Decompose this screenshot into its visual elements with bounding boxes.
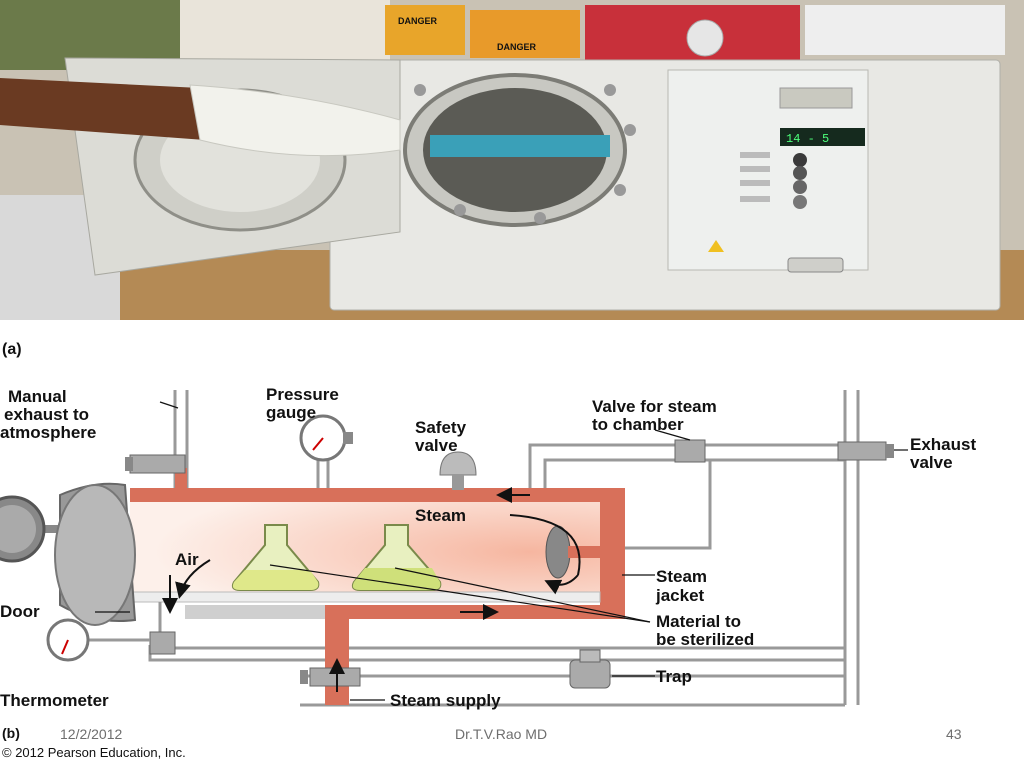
bolt xyxy=(614,184,626,196)
leader-line xyxy=(654,429,691,441)
safety-valve-label: Safety valve xyxy=(415,418,471,455)
steam-arrow xyxy=(509,514,581,576)
danger-sign-1-text: DANGER xyxy=(398,16,438,26)
panel-label xyxy=(779,87,853,109)
steam-jacket-top xyxy=(130,488,610,502)
door-label: Door xyxy=(0,602,40,621)
window-background xyxy=(180,0,390,60)
leader-line xyxy=(394,567,651,623)
air-arrow xyxy=(175,559,211,599)
steam-inlet-nozzle xyxy=(545,525,571,579)
glove xyxy=(189,84,401,157)
material-label: Material to be sterilized xyxy=(656,612,754,649)
power-switch xyxy=(787,257,844,273)
leader-line xyxy=(269,564,651,623)
indicator xyxy=(740,152,770,158)
trap-label: Trap xyxy=(656,667,692,686)
air-label: Air xyxy=(175,550,199,569)
indicator xyxy=(740,166,770,172)
arm xyxy=(0,78,205,140)
valve-steam-label: Valve for steam to chamber xyxy=(592,397,721,434)
door-wheel-inner xyxy=(0,505,36,553)
manual-exhaust-label: Manual exhaust to atmosphere xyxy=(0,387,96,442)
manual-exhaust-valve-icon xyxy=(129,454,186,474)
gauge-needle xyxy=(312,437,324,451)
supply-valve-icon xyxy=(309,667,361,687)
exhaust-valve-icon xyxy=(837,441,887,461)
steam-line xyxy=(528,443,845,490)
steam-inlet-pipe xyxy=(568,546,603,558)
control-button xyxy=(793,153,807,167)
bolt xyxy=(604,84,616,96)
safety-valve-stem xyxy=(452,474,464,490)
instrument-tray xyxy=(430,135,610,157)
door-face xyxy=(54,484,136,626)
footer-date: 12/2/2012 xyxy=(60,726,123,742)
digital-display xyxy=(780,128,865,146)
panel-b-label: (b) xyxy=(2,725,20,741)
warning-icon xyxy=(708,240,724,252)
steam-label: Steam xyxy=(415,506,466,525)
safety-valve-icon xyxy=(439,451,477,476)
footer-author: Dr.T.V.Rao MD xyxy=(455,726,548,742)
steam-line xyxy=(543,458,845,490)
autoclave-photo: DANGER DANGER 14 - 5 xyxy=(0,0,1024,320)
flask-left-liquid xyxy=(232,570,319,590)
thermometer-label: Thermometer xyxy=(0,691,109,710)
panel-a-label: (a) xyxy=(2,341,22,358)
chamber-base xyxy=(185,605,325,619)
trap-cap xyxy=(579,649,601,663)
exhaust-valve-label: Exhaust valve xyxy=(910,435,981,472)
bolt xyxy=(624,124,636,136)
steam-valve-icon xyxy=(674,439,706,463)
bolt xyxy=(454,204,466,216)
trap-icon xyxy=(569,659,611,689)
steam-supply-label: Steam supply xyxy=(390,691,501,710)
bolt xyxy=(414,84,426,96)
white-box xyxy=(805,5,1005,55)
autoclave-diagram: (a) xyxy=(0,341,981,760)
steam-line xyxy=(600,460,712,550)
steam-jacket-label: Steam jacket xyxy=(655,567,712,605)
gauge-knob xyxy=(343,432,353,444)
copyright-text: © 2012 Pearson Education, Inc. xyxy=(2,745,186,760)
danger-sign-2 xyxy=(470,10,580,58)
steam-jacket-right xyxy=(600,488,625,618)
control-button xyxy=(793,195,807,209)
steam-arrow xyxy=(544,574,579,595)
indicator xyxy=(740,180,770,186)
control-button xyxy=(793,166,807,180)
leader-line xyxy=(159,401,179,409)
thermometer-needle xyxy=(61,639,69,655)
valve-handle xyxy=(300,670,308,684)
bolt xyxy=(534,212,546,224)
pressure-gauge-label: Pressure gauge xyxy=(266,385,344,422)
footer-page-number: 43 xyxy=(946,726,962,742)
danger-sign-1 xyxy=(385,5,465,55)
danger-sign-2-text: DANGER xyxy=(497,42,537,52)
valve-handle xyxy=(125,457,133,471)
indicator xyxy=(740,196,770,202)
wall-clock xyxy=(686,19,724,57)
valve-handle xyxy=(886,444,894,458)
display-reading: 14 - 5 xyxy=(786,132,829,146)
control-button xyxy=(793,180,807,194)
thermometer-valve-icon xyxy=(149,631,176,655)
